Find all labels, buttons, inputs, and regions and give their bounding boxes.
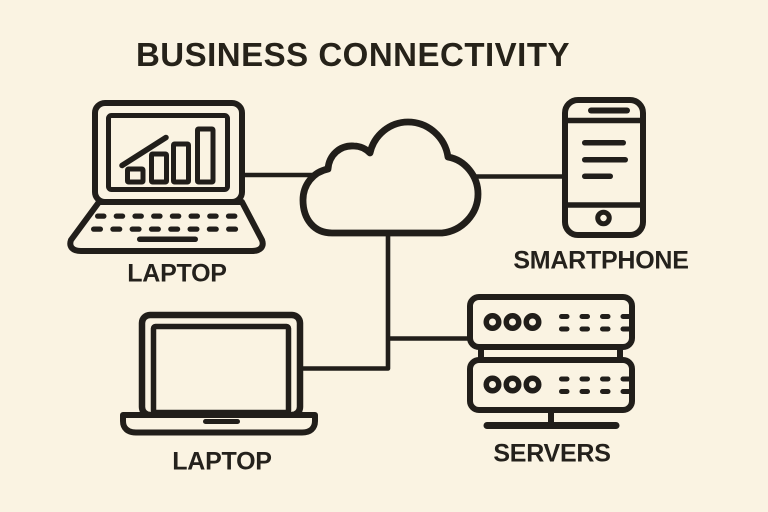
label-smartphone: SMARTPHONE <box>513 246 689 275</box>
chart-bars <box>125 126 216 185</box>
server-stack-icon <box>467 294 635 429</box>
smartphone-icon <box>562 97 646 238</box>
label-laptop-bottom: LAPTOP <box>172 447 272 476</box>
label-servers: SERVERS <box>493 439 611 468</box>
label-laptop-top: LAPTOP <box>127 259 227 288</box>
laptop-lid <box>138 311 304 419</box>
server-vents <box>559 314 631 394</box>
diagram-title: BUSINESS CONNECTIVITY <box>135 36 571 73</box>
server-unit-bottom <box>467 357 635 413</box>
laptop-icon <box>120 311 318 436</box>
phone-body <box>562 97 646 238</box>
laptop-keyboard <box>91 213 239 242</box>
laptop-chart-icon <box>67 100 266 254</box>
cloud-icon <box>299 118 482 237</box>
cloud-outline <box>299 118 482 237</box>
laptop-screen <box>106 113 230 192</box>
phone-home-button <box>595 209 612 227</box>
chart-trend-line <box>119 134 169 169</box>
phone-speaker <box>588 107 630 114</box>
laptop-base-notch <box>203 419 240 424</box>
phone-text-lines <box>582 140 628 179</box>
edge-cloud-laptop-bottom <box>293 226 391 371</box>
server-indicator-lights <box>483 313 542 394</box>
server-unit-top <box>467 294 635 350</box>
laptop-trackpad <box>137 236 198 242</box>
